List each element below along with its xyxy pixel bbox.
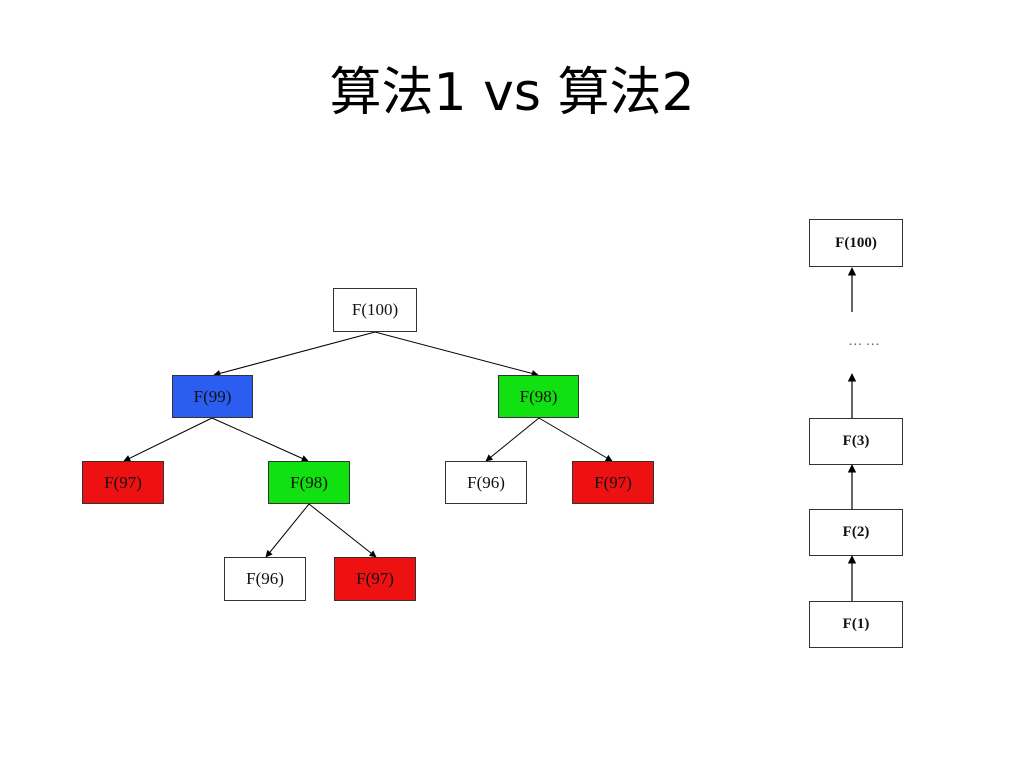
slide-title: 算法1 vs 算法2 [329, 63, 695, 123]
tree-node-f97-lrr: F(97) [334, 557, 416, 601]
chain-node-f2: F(2) [809, 509, 903, 556]
edge-r-to-rr [538, 417, 613, 462]
edge-r-to-rl [485, 417, 540, 462]
edge-root-to-r [374, 331, 539, 377]
edge-root-to-l [213, 331, 376, 377]
chain-node-f1: F(1) [809, 601, 903, 648]
tree-node-f96-rl: F(96) [445, 461, 527, 504]
tree-node-f96-lrl: F(96) [224, 557, 306, 601]
edge-l-to-ll [123, 417, 213, 462]
edge-lr-to-lrl [265, 503, 310, 558]
tree-node-f98-right: F(98) [498, 375, 579, 418]
chain-node-f100: F(100) [809, 219, 903, 267]
edge-lr-to-lrr [308, 503, 377, 558]
tree-node-f97-ll: F(97) [82, 461, 164, 504]
chain-node-f3: F(3) [809, 418, 903, 465]
tree-node-f99: F(99) [172, 375, 253, 418]
tree-node-root-f100: F(100) [333, 288, 417, 332]
chain-ellipsis: … … [848, 334, 880, 349]
tree-node-f98-lr: F(98) [268, 461, 350, 504]
edge-l-to-lr [211, 417, 309, 462]
tree-node-f97-rr: F(97) [572, 461, 654, 504]
